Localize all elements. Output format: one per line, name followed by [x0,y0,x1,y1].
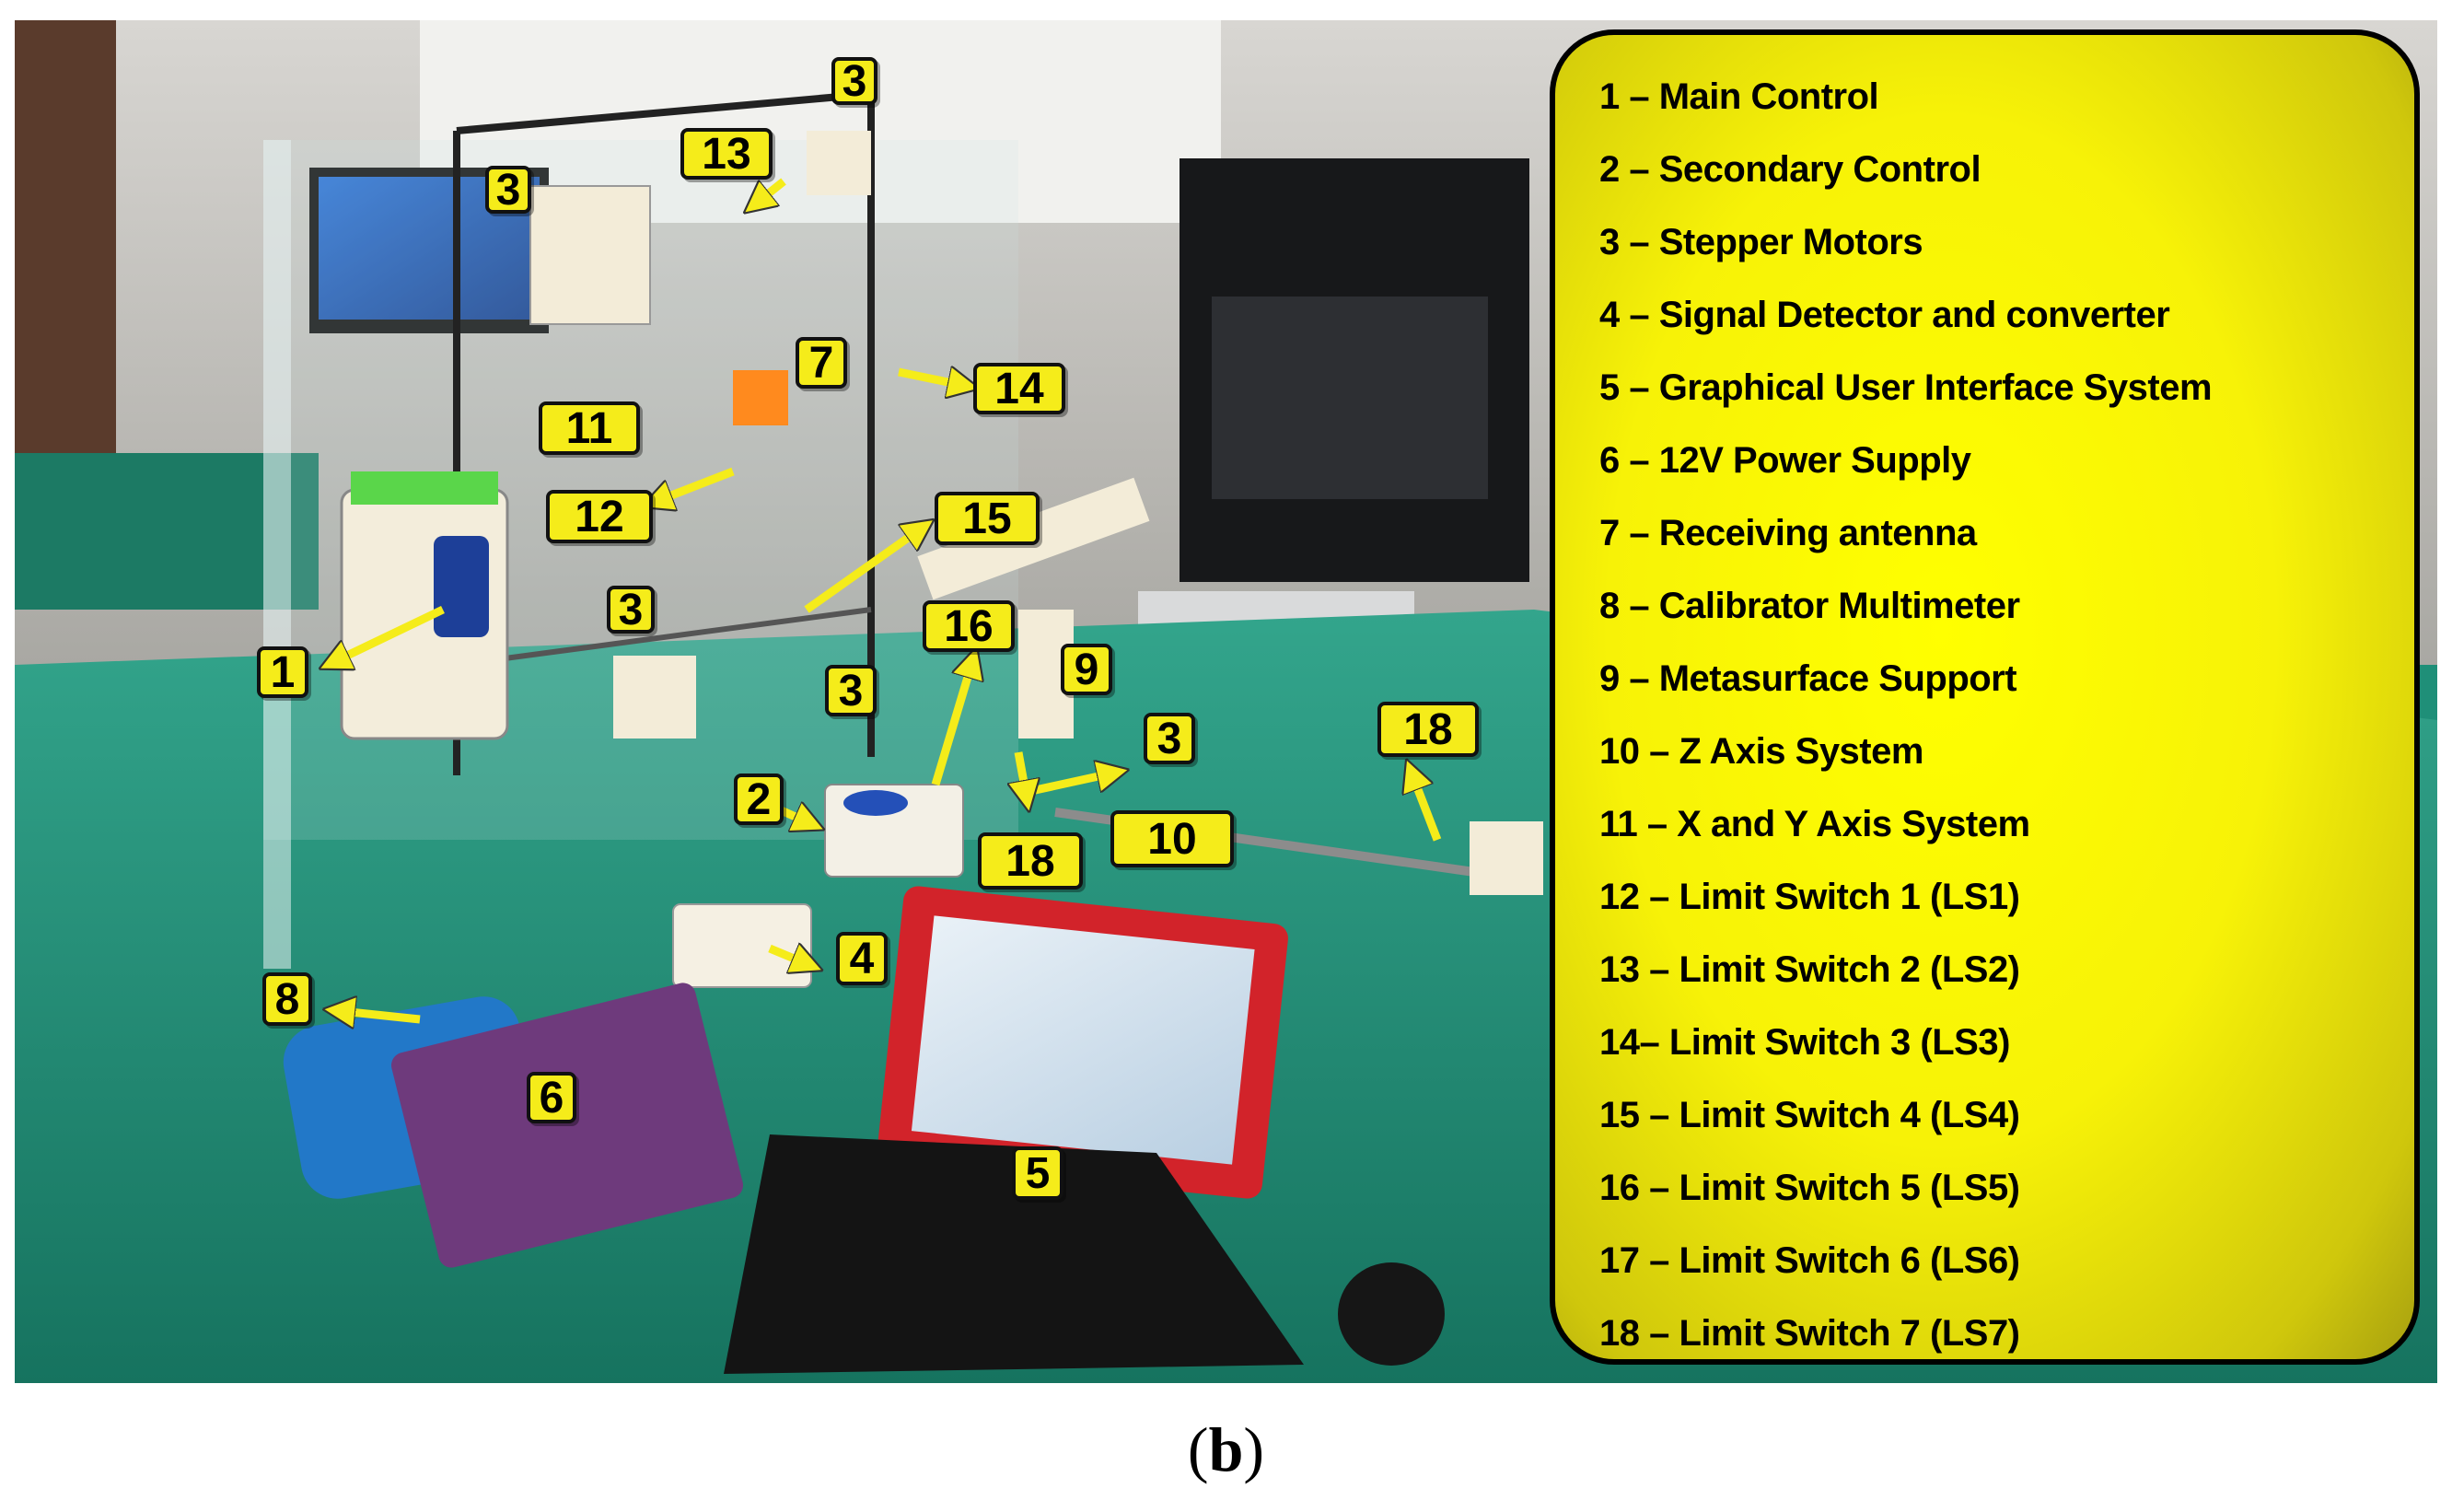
caption-open-paren: ( [1187,1414,1209,1484]
caption-close-paren: ) [1243,1414,1265,1484]
callout-stepper-motor: 3 [485,166,531,215]
callout-receiving-antenna: 7 [796,337,847,389]
callout-main-control: 1 [257,646,308,698]
3d-printer-window [1212,297,1488,499]
stepper-motor-middle [613,656,696,739]
legend-item: 2 – Secondary Control [1599,149,1981,190]
callout-limit-switch-4: 15 [935,492,1040,545]
legend-item: 10 – Z Axis System [1599,731,1923,772]
frame-rod-bottom [456,607,872,668]
caption-letter: b [1208,1414,1244,1484]
callout-signal-detector: 4 [836,932,888,985]
legend-item: 13 – Limit Switch 2 (LS2) [1599,949,2020,990]
callout-metasurface-support: 9 [1061,644,1112,695]
antenna-mount [733,370,788,425]
main-control-fan [434,536,489,637]
secondary-control-button [843,790,908,816]
legend-item: 6 – 12V Power Supply [1599,440,1971,481]
legend-item: 16 – Limit Switch 5 (LS5) [1599,1168,2020,1208]
callout-gui-system: 5 [1012,1146,1063,1200]
callout-stepper-motor: 3 [1144,713,1195,764]
stepper-motor-top-right [807,131,871,195]
main-control-lid [351,471,498,505]
legend-item: 11 – X and Y Axis System [1599,804,2030,844]
callout-stepper-motor: 3 [607,586,655,634]
legend-item: 5 – Graphical User Interface System [1599,367,2213,408]
callout-secondary-control: 2 [734,773,784,825]
callout-limit-switch-7: 18 [1377,702,1479,757]
legend-item: 4 – Signal Detector and converter [1599,295,2170,335]
figure-caption: (b) [0,1413,2452,1486]
legend-item: 7 – Receiving antenna [1599,513,1977,553]
stepper-motor-top-left [529,185,651,325]
signal-detector-box [672,903,812,988]
callout-stepper-motor: 3 [831,57,877,106]
power-supply-box [390,983,744,1268]
callout-power-supply: 6 [527,1072,576,1123]
door-frame [15,20,116,536]
callout-calibrator-multimeter: 8 [262,972,312,1026]
legend-list: 1 – Main Control 2 – Secondary Control 3… [1599,61,2414,1370]
frame-rod-top [456,90,872,134]
mouse [1338,1262,1445,1366]
callout-z-axis-system: 10 [1110,810,1234,867]
legend-item: 12 – Limit Switch 1 (LS1) [1599,877,2020,917]
legend-panel: 1 – Main Control 2 – Secondary Control 3… [1550,29,2420,1365]
legend-item: 14– Limit Switch 3 (LS3) [1599,1022,2010,1063]
acrylic-panel-edge [263,140,291,969]
callout-limit-switch-2: 13 [680,128,773,180]
callout-xy-axis-system: 11 [539,401,640,455]
callout-arrows [328,178,1442,1019]
keyboard [724,1134,1304,1374]
rail-end-block [1470,821,1543,895]
legend-item: 15 – Limit Switch 4 (LS4) [1599,1095,2020,1135]
legend-item: 18 – Limit Switch 7 (LS7) [1599,1313,2020,1354]
gui-tablet-screen [911,915,1255,1165]
lab-setup-photo: 3 3 13 7 14 11 12 15 3 16 9 1 3 3 18 2 1… [15,20,2437,1383]
callout-limit-switch-7: 18 [978,832,1083,890]
legend-item: 17 – Limit Switch 6 (LS6) [1599,1240,2020,1281]
legend-item: 9 – Metasurface Support [1599,658,2017,699]
legend-item: 1 – Main Control [1599,76,1879,117]
callout-limit-switch-5: 16 [923,600,1015,652]
legend-item: 8 – Calibrator Multimeter [1599,586,2020,626]
callout-stepper-motor: 3 [825,665,877,716]
legend-item: 3 – Stepper Motors [1599,222,1923,262]
callout-limit-switch-3: 14 [973,363,1065,414]
callout-limit-switch-1: 12 [546,490,653,543]
